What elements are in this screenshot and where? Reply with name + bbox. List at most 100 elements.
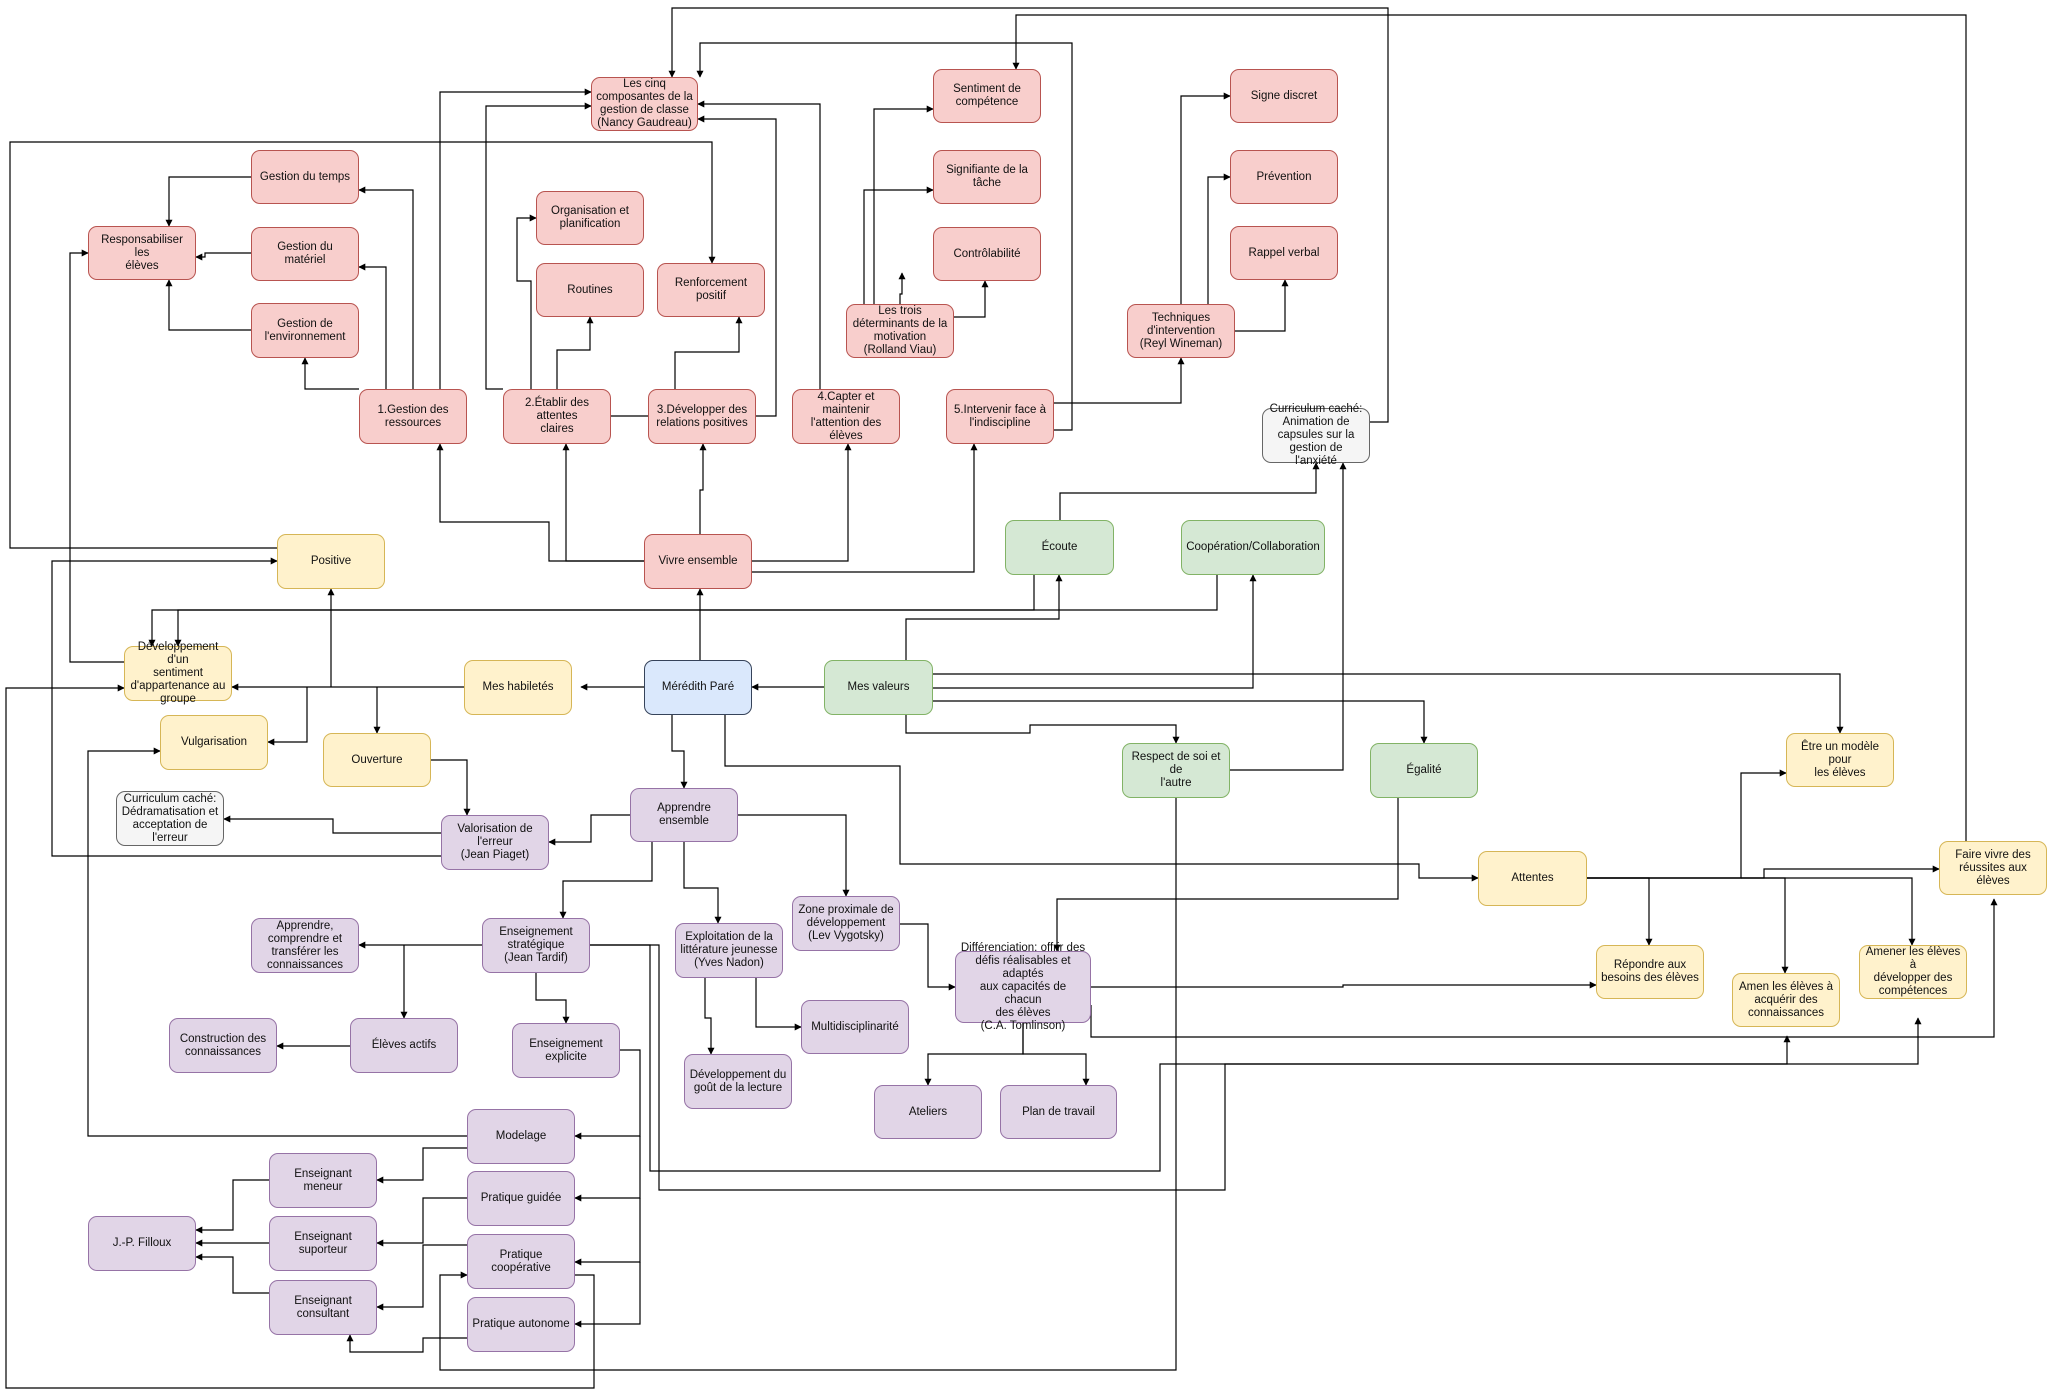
node-gestion-environnement[interactable]: Gestion de l'environnement [251, 303, 359, 358]
node-pratique-cooperative[interactable]: Pratique coopérative [467, 1234, 575, 1289]
node-renforcement-positif[interactable]: Renforcement positif [657, 263, 765, 317]
node-cooperation-collaboration[interactable]: Coopération/Collaboration [1181, 520, 1325, 575]
node-mes-habiletes[interactable]: Mes habiletés [464, 660, 572, 715]
node-pratique-guidee[interactable]: Pratique guidée [467, 1171, 575, 1226]
node-curriculum-cache-anxiete[interactable]: Curriculum caché: Animation de capsules … [1262, 403, 1370, 467]
node-multidisciplinarite[interactable]: Multidisciplinarité [801, 1000, 909, 1054]
node-ateliers[interactable]: Ateliers [874, 1085, 982, 1139]
node-signe-discret[interactable]: Signe discret [1230, 69, 1338, 123]
connector-arrow-23 [898, 272, 906, 304]
connector-arrow-15 [556, 316, 594, 389]
connector-arrow-20 [873, 105, 934, 304]
node-enseignement-strategique[interactable]: Enseignement stratégique (Jean Tardif) [482, 918, 590, 973]
node-prevention[interactable]: Prévention [1230, 150, 1338, 204]
node-rappel-verbal[interactable]: Rappel verbal [1230, 226, 1338, 280]
node-eleves-actifs[interactable]: Élèves actifs [350, 1018, 458, 1073]
connector-arrow-2 [436, 443, 644, 562]
node-enseignant-consultant[interactable]: Enseignant consultant [269, 1280, 377, 1335]
node-enseignant-suporteur[interactable]: Enseignant suporteur [269, 1216, 377, 1271]
connector-arrow-57 [548, 814, 630, 846]
connector-arrow-14 [516, 214, 537, 389]
node-faire-vivre-reussites[interactable]: Faire vivre des réussites aux élèves [1939, 841, 2047, 895]
connector-arrow-76 [376, 1147, 467, 1184]
node-exploitation-litterature[interactable]: Exploitation de la littérature jeunesse … [675, 923, 783, 978]
node-developper-competences[interactable]: Amener les élèves à développer des compé… [1859, 945, 1967, 999]
node-modelage[interactable]: Modelage [467, 1109, 575, 1164]
node-routines[interactable]: Routines [536, 263, 644, 317]
connector-arrow-54 [559, 842, 653, 919]
connector-arrow-17 [674, 316, 743, 389]
node-meredith-pare[interactable]: Mérédith Paré [644, 660, 752, 715]
node-techniques-intervention[interactable]: Techniques d'intervention (Reyl Wineman) [1127, 304, 1235, 358]
node-intervenir-indiscipline[interactable]: 5.Intervenir face à l'indiscipline [946, 389, 1054, 444]
node-jp-filloux[interactable]: J.-P. Filloux [88, 1216, 196, 1271]
node-etablir-attentes[interactable]: 2.Établir des attentes claires [503, 389, 611, 444]
node-vivre-ensemble[interactable]: Vivre ensemble [644, 534, 752, 589]
node-pratique-autonome[interactable]: Pratique autonome [467, 1297, 575, 1352]
node-positive[interactable]: Positive [277, 534, 385, 589]
node-curriculum-cache-erreur[interactable]: Curriculum caché: Dédramatisation et acc… [116, 791, 224, 846]
connector-arrow-74 [574, 1262, 641, 1328]
node-trois-determinants[interactable]: Les trois déterminants de la motivation … [846, 304, 954, 358]
node-respect-soi-autre[interactable]: Respect de soi et de l'autre [1122, 743, 1230, 798]
connector-arrow-25 [1054, 357, 1185, 404]
node-valorisation-erreur[interactable]: Valorisation de l'erreur (Jean Piaget) [441, 815, 549, 870]
connector-arrow-5 [752, 443, 978, 573]
connector-arrow-73 [574, 1198, 641, 1266]
node-ecoute[interactable]: Écoute [1005, 520, 1114, 575]
node-responsabiliser-eleves[interactable]: Responsabiliser les élèves [88, 226, 196, 280]
connector-arrow-50 [174, 575, 1218, 647]
node-zone-proximale[interactable]: Zone proximale de développement (Lev Vyg… [792, 896, 900, 951]
connector-arrow-85 [1587, 877, 1653, 946]
connector-arrow-51 [1230, 462, 1347, 771]
connector-arrow-7 [358, 186, 414, 389]
node-plan-de-travail[interactable]: Plan de travail [1000, 1085, 1117, 1139]
node-gestion-des-ressources[interactable]: 1.Gestion des ressources [359, 389, 467, 444]
connector-arrow-4 [752, 443, 852, 562]
connector-arrow-3 [562, 443, 644, 562]
connector-arrow-75 [87, 747, 467, 1137]
node-gestion-du-materiel[interactable]: Gestion du matériel [251, 227, 359, 281]
node-sentiment-appartenance[interactable]: Développement d'un sentiment d'appartena… [124, 641, 232, 705]
node-ouverture[interactable]: Ouverture [323, 733, 431, 787]
connector-arrow-53 [1053, 798, 1399, 952]
node-controlabilite[interactable]: Contrôlabilité [933, 227, 1041, 281]
node-enseignement-explicite[interactable]: Enseignement explicite [512, 1023, 620, 1078]
node-etre-modele[interactable]: Être un modèle pour les élèves [1786, 733, 1894, 787]
node-gout-lecture[interactable]: Développement du goût de la lecture [684, 1054, 792, 1109]
node-construction-connaissances[interactable]: Construction des connaissances [169, 1018, 277, 1073]
connector-arrow-24 [696, 42, 1073, 431]
node-repondre-besoins[interactable]: Répondre aux besoins des élèves [1596, 945, 1704, 999]
node-differenciation[interactable]: Différenciation: offrir des défis réalis… [955, 942, 1091, 1032]
node-apprendre-comprendre[interactable]: Apprendre, comprendre et transférer les … [251, 918, 359, 973]
node-organisation-planification[interactable]: Organisation et planification [536, 191, 644, 245]
node-signifiante-tache[interactable]: Signifiante de la tâche [933, 150, 1041, 204]
connector-arrow-22 [954, 280, 989, 318]
node-capter-attention[interactable]: 4.Capter et maintenir l'attention des él… [792, 389, 900, 444]
node-gestion-du-temps[interactable]: Gestion du temps [251, 150, 359, 204]
node-cinq-composantes[interactable]: Les cinq composantes de la gestion de cl… [591, 77, 698, 131]
connector-arrow-52 [439, 798, 1177, 1371]
connector-arrow-19 [697, 100, 821, 389]
connector-arrow-28 [1235, 279, 1289, 332]
connector-arrow-9 [301, 357, 359, 390]
node-enseignant-meneur[interactable]: Enseignant meneur [269, 1153, 377, 1208]
connector-arrow-12 [165, 279, 251, 331]
connector-arrow-29 [668, 7, 1389, 423]
node-acquerir-connaissances[interactable]: Amen les élèves à acquérir des connaissa… [1732, 973, 1840, 1027]
node-relations-positives[interactable]: 3.Développer des relations positives [648, 389, 756, 444]
connector-arrow-55 [683, 842, 722, 924]
connector-arrow-41 [671, 715, 688, 789]
node-egalite[interactable]: Égalité [1370, 743, 1478, 798]
node-vulgarisation[interactable]: Vulgarisation [160, 715, 268, 770]
connector-arrow-84 [1587, 769, 1787, 879]
connector-arrow-61 [535, 973, 570, 1024]
node-apprendre-ensemble[interactable]: Apprendre ensemble [630, 788, 738, 842]
node-mes-valeurs[interactable]: Mes valeurs [824, 660, 933, 715]
node-attentes[interactable]: Attentes [1478, 851, 1587, 906]
connector-arrow-6 [699, 443, 707, 534]
connector-arrow-89 [1012, 14, 1967, 841]
connector-arrow-83 [5, 684, 595, 1389]
node-sentiment-competence[interactable]: Sentiment de compétence [933, 69, 1041, 123]
